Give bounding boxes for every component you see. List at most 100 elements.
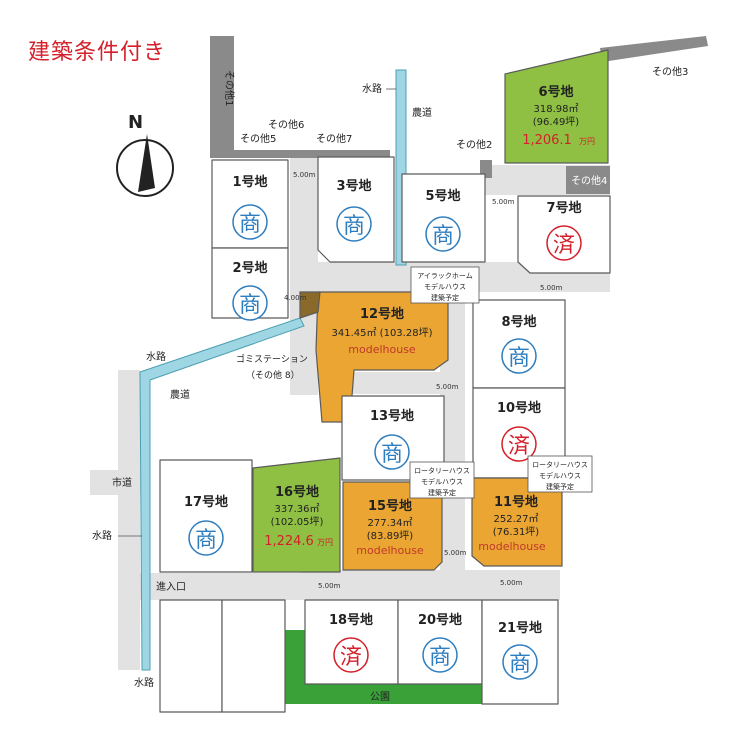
lot-16-price: 1,224.6: [264, 534, 314, 549]
lot-11-tsubo: (76.31坪): [493, 525, 540, 538]
other-strip-3: [600, 36, 708, 62]
other-strip-1: [210, 36, 234, 158]
map-labels: 水路 農道 水路 農道 市道 水路 水路 進入口 公園 ゴミステーション （その…: [92, 82, 432, 703]
callout-12-line3: 建築予定: [431, 293, 459, 302]
lot-6-tsubo: (96.49坪): [533, 115, 580, 128]
lot-8-name: 8号地: [501, 314, 536, 330]
garbage-station-label: ゴミステーション: [236, 353, 308, 365]
lot-11-model: modelhouse: [478, 540, 546, 553]
callout-11-line1: ロータリーハウス: [532, 460, 588, 469]
lot-20-status: 商: [429, 645, 451, 670]
compass-n: N: [128, 112, 143, 133]
lot-2-status: 商: [239, 293, 261, 318]
other-1-label: その他1: [223, 70, 236, 106]
other-strips: [210, 36, 708, 194]
road-width-8: 5.00m: [500, 579, 523, 587]
lot-8-badge: [501, 338, 537, 374]
lot-1-status: 商: [239, 212, 261, 237]
other-strip-5-7: [210, 150, 390, 158]
lot-15-model: modelhouse: [356, 544, 424, 557]
garbage-lot: [299, 291, 321, 319]
lot-18-badge: [333, 637, 369, 673]
lot-17-status: 商: [195, 528, 217, 553]
lot-16-shape: [252, 457, 341, 573]
road-width-6: 5.00m: [444, 549, 467, 557]
lot-7-badge: [546, 225, 582, 261]
lot-21-name: 21号地: [498, 620, 542, 636]
lot-2-shape: [211, 247, 289, 319]
road-width-labels: 5.00m 5.00m 5.00m 4.00m 5.00m 5.00m 5.00…: [284, 171, 563, 590]
lot-3-name: 3号地: [336, 178, 371, 194]
lot-15-tsubo: (83.89坪): [367, 529, 414, 542]
other-6-label: その他6: [268, 118, 304, 131]
road-width-2: 5.00m: [492, 198, 515, 206]
other-5-label: その他5: [240, 132, 276, 145]
lot-labels: 1号地 商 2号地 商 3号地 商 5号地 商 6号地 318.98㎡ (96.…: [184, 84, 595, 680]
lot-16-price-unit: 万円: [317, 538, 333, 547]
lot-20-name: 20号地: [418, 612, 462, 628]
lot-17-shape: [159, 459, 253, 573]
park-label: 公園: [370, 691, 390, 703]
lot-13-status: 商: [381, 442, 403, 467]
lot-10-status: 済: [508, 434, 530, 459]
other-7-label: その他7: [316, 132, 352, 145]
other-4-label: その他4: [571, 174, 607, 187]
other-labels: その他1 その他2 その他3 その他4 その他5 その他6 その他7: [223, 65, 688, 187]
lot-3-status: 商: [343, 214, 365, 239]
lot-20-badge: [422, 637, 458, 673]
lot-16-name: 16号地: [275, 484, 319, 500]
lot-10-name: 10号地: [497, 400, 541, 416]
lot-21-badge: [502, 644, 538, 680]
road-width-7: 5.00m: [318, 582, 341, 590]
road-width-3: 5.00m: [540, 284, 563, 292]
waterway-label-3: 水路: [92, 529, 112, 542]
waterway-label-1: 水路: [362, 82, 382, 95]
other-2-label: その他2: [456, 138, 492, 151]
lot-12-area: 341.45㎡ (103.28坪): [332, 326, 433, 339]
callout-15-line3: 建築予定: [428, 488, 456, 497]
callout-11-line2: モデルハウス: [539, 471, 581, 480]
callout-15-line2: モデルハウス: [421, 477, 463, 486]
lot-13-name: 13号地: [370, 408, 414, 424]
lot-17-name: 17号地: [184, 494, 228, 510]
farm-road-label-2: 農道: [170, 388, 190, 401]
lots: [159, 49, 611, 713]
lot-17-badge: [188, 520, 224, 556]
callout-11-box: [527, 455, 593, 493]
callout-12-line1: アイラックホーム: [417, 272, 472, 280]
road-width-4: 4.00m: [284, 294, 307, 302]
lot-2-badge: [232, 285, 268, 321]
lot-15-area: 277.34㎡: [368, 517, 413, 529]
callout-15-line1: ロータリーハウス: [414, 466, 470, 475]
garbage-station-sublabel: （その他 8）: [246, 369, 300, 381]
callout-15-box: [409, 461, 475, 499]
lot-2-name: 2号地: [232, 260, 267, 276]
lot-3-badge: [336, 206, 372, 242]
lot-21-status: 商: [509, 652, 531, 677]
empty-lot-a: [159, 599, 223, 713]
lot-16-area: 337.36㎡: [275, 503, 320, 515]
empty-lot-b: [221, 599, 286, 713]
lot-12-shape: [315, 291, 449, 423]
lot-1-badge: [232, 204, 268, 240]
waterway-label-4: 水路: [134, 676, 154, 689]
lot-11-area: 252.27㎡: [494, 513, 539, 525]
lot-18-status: 済: [340, 645, 362, 670]
north-arrow-icon: [138, 134, 155, 192]
callout-12-box: [410, 266, 480, 304]
lot-6-area: 318.98㎡: [534, 103, 579, 115]
lot-8-status: 商: [508, 346, 530, 371]
lot-12-name: 12号地: [360, 306, 404, 322]
waterway-label-2: 水路: [146, 350, 166, 363]
lot-5-name: 5号地: [425, 188, 460, 204]
road-width-1: 5.00m: [293, 171, 316, 179]
callouts: アイラックホーム モデルハウス 建築予定 ロータリーハウス モデルハウス 建築予…: [409, 266, 593, 499]
lot-18-name: 18号地: [329, 612, 373, 628]
lot-11-name: 11号地: [494, 494, 538, 510]
lot-13-badge: [374, 434, 410, 470]
lot-7-status: 済: [553, 233, 575, 258]
lot-6-name: 6号地: [538, 84, 573, 100]
lot-10-badge: [501, 426, 537, 462]
lot-6-price: 1,206.1: [522, 133, 572, 148]
